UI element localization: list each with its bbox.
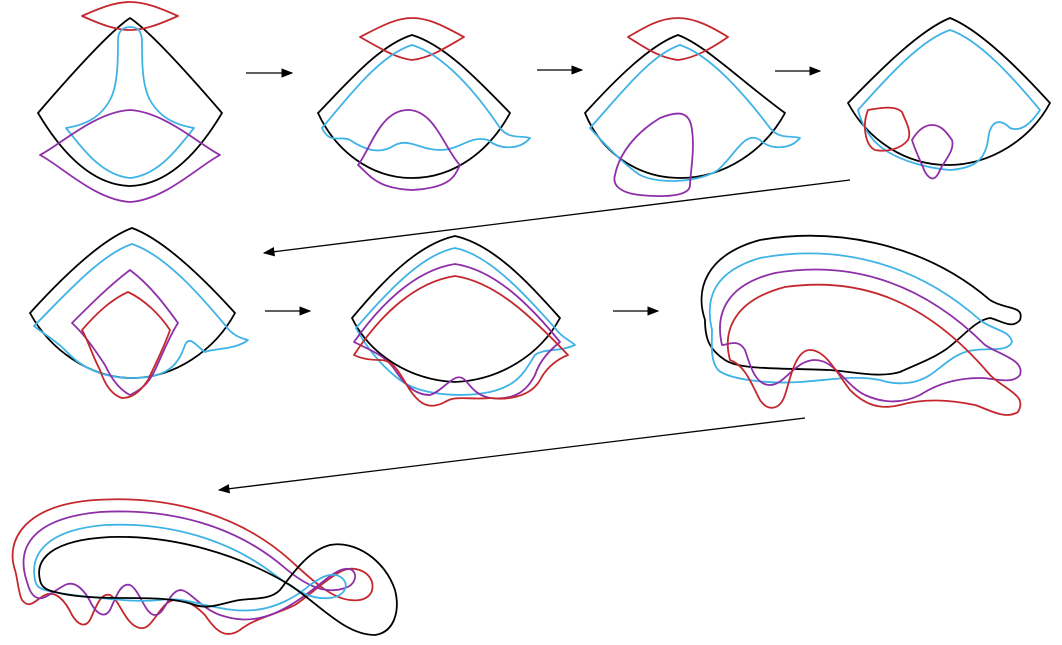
panel-2-black-curve (318, 35, 510, 178)
panel-5-red-curve (82, 292, 170, 398)
arrow-7-to-8 (219, 418, 805, 490)
arrow-4-to-5 (264, 180, 850, 253)
panel-2-red-curve (360, 18, 464, 60)
panel-2-blue-curve (322, 45, 530, 150)
panel-4-red-curve (865, 108, 909, 151)
panel-3-blue-curve (590, 45, 800, 181)
panel-3-black-curve (585, 35, 785, 178)
panel-5-blue-curve (34, 244, 248, 378)
panel-4-blue-curve (858, 30, 1040, 170)
panel-3 (585, 18, 800, 196)
panel-4-black-curve (848, 18, 1050, 165)
panel-1-purple-curve (40, 110, 220, 202)
panel-8-black-curve (39, 537, 397, 635)
panel-5 (30, 228, 248, 398)
panel-3-red-curve (628, 18, 728, 60)
panel-8 (13, 499, 397, 635)
panel-7 (702, 236, 1021, 415)
panel-2 (318, 18, 530, 190)
panel-1-red-curve (82, 2, 178, 30)
panel-1-black-curve (38, 18, 222, 186)
panel-7-black-curve (702, 236, 1021, 375)
panel-4 (848, 18, 1050, 179)
panel-6 (352, 236, 575, 406)
panel-5-black-curve (30, 228, 235, 378)
panel-1-blue-curve (66, 27, 194, 178)
panel-5-purple-curve (72, 270, 178, 395)
panel-3-purple-curve (614, 114, 693, 197)
panel-7-blue-curve (710, 253, 1012, 383)
panel-1 (38, 2, 222, 202)
